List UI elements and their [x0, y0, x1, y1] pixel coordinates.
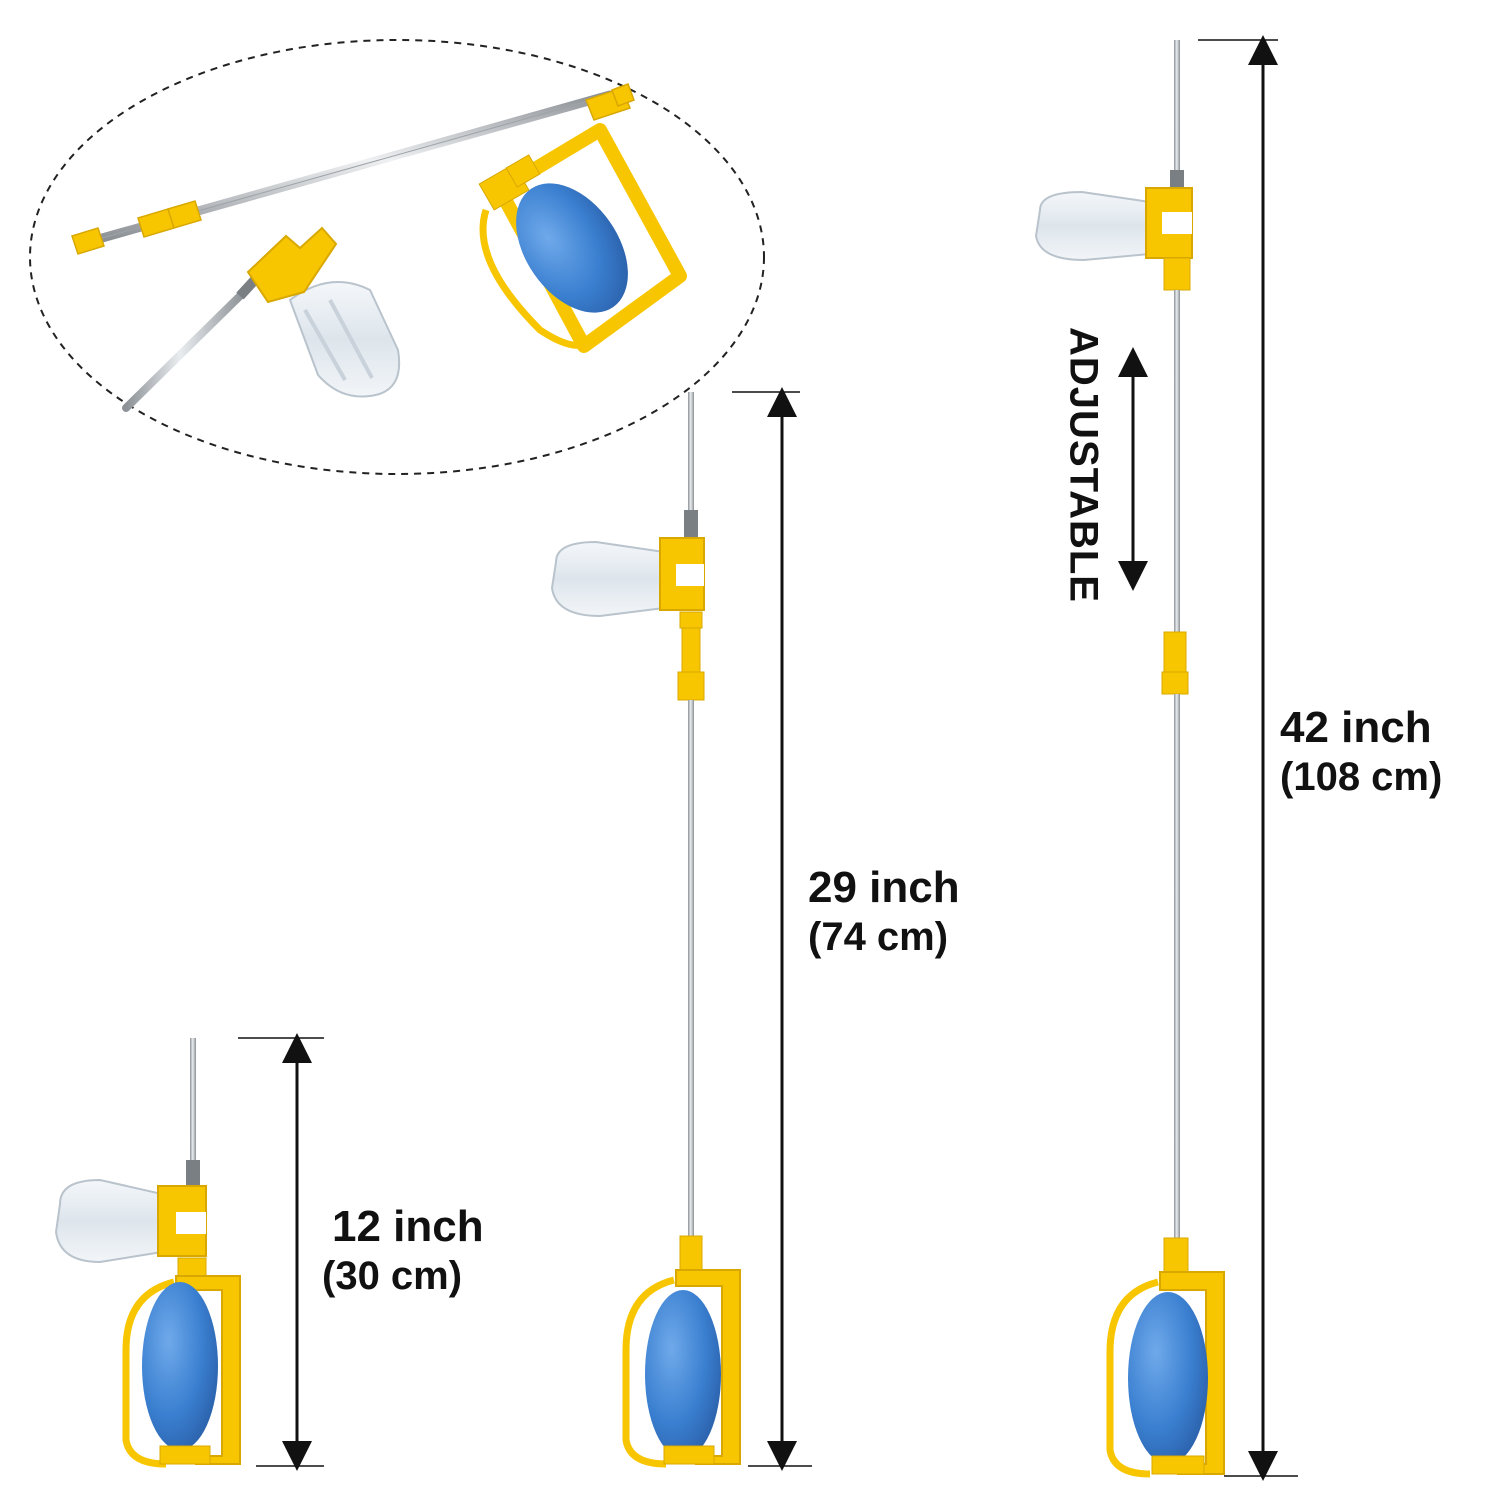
medium-length-inch: 29 inch [808, 863, 960, 912]
short-length-inch: 12 inch [332, 1202, 484, 1251]
dimension-long [1198, 35, 1298, 1481]
short-length-cm: (30 cm) [322, 1253, 463, 1298]
long-length-cm: (108 cm) [1280, 754, 1443, 799]
dimension-label-medium: 29 inch (74 cm) [808, 863, 960, 960]
dimension-label-long: 42 inch (108 cm) [1280, 703, 1442, 800]
feeder-long [1034, 40, 1225, 1478]
adjustable-label: ADJUSTABLE [1061, 327, 1106, 603]
dimension-medium [732, 387, 812, 1471]
water-cup-part [122, 226, 401, 412]
dimension-short [238, 1033, 324, 1471]
dimension-label-short: 12 inch (30 cm) [322, 1202, 484, 1299]
pump-bulb-part [478, 123, 687, 353]
long-length-inch: 42 inch [1280, 703, 1432, 752]
feeder-short [54, 1038, 241, 1468]
parts-outline-ellipse [29, 39, 765, 475]
extension-rod-part [71, 83, 635, 255]
feeder-medium [550, 392, 741, 1468]
medium-length-cm: (74 cm) [808, 914, 949, 959]
